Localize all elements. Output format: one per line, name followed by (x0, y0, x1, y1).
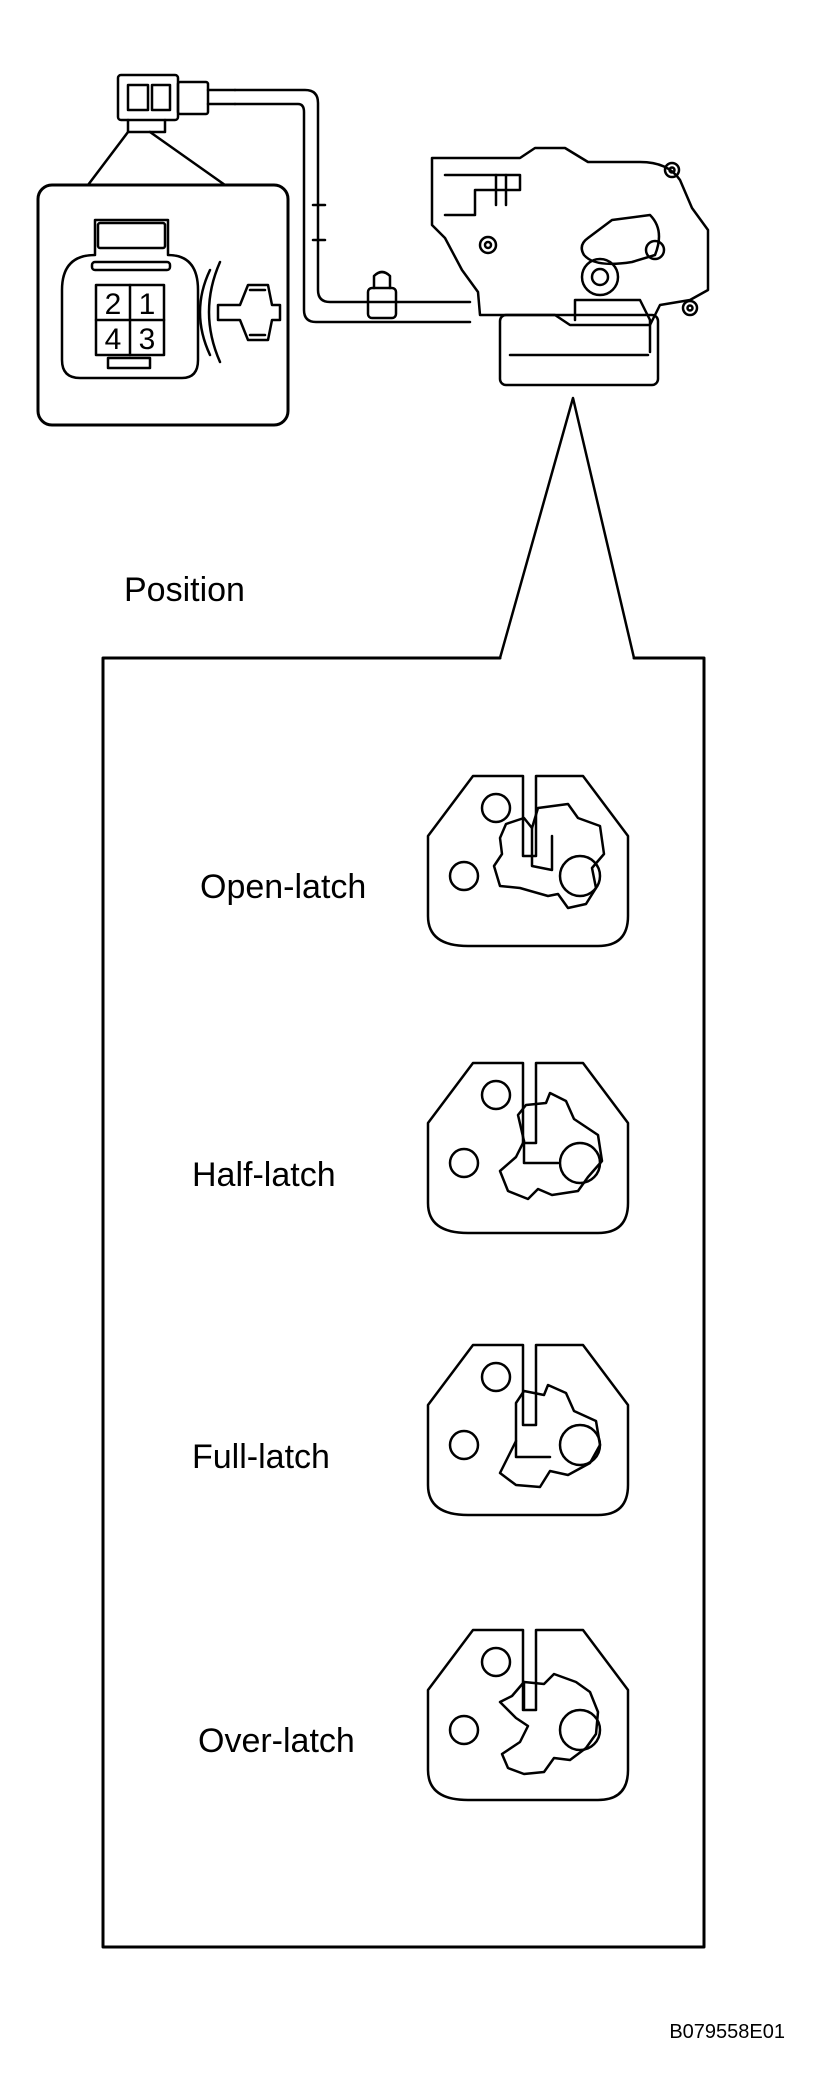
connector-pin-labels: 2 1 4 3 (105, 288, 156, 356)
position-label-over: Over-latch (198, 1722, 355, 1760)
latch-diagram-full (426, 1343, 630, 1517)
connector-face-box (36, 183, 290, 427)
wire-harness (233, 88, 472, 324)
position-label-full: Full-latch (192, 1438, 330, 1476)
position-panel (101, 656, 706, 1949)
position-callout (498, 396, 636, 660)
pin-label: 3 (139, 323, 156, 356)
figure-code: B079558E01 (669, 2021, 785, 2043)
connector-callout (86, 130, 227, 187)
position-title: Position (124, 571, 245, 609)
pin-label: 4 (105, 323, 122, 356)
door-lock-assembly (430, 146, 710, 387)
latch-diagram-half (426, 1061, 630, 1235)
position-label-half: Half-latch (192, 1156, 336, 1194)
position-label-open: Open-latch (200, 868, 366, 906)
connector-plug (116, 73, 237, 134)
connector-clip (198, 260, 282, 364)
latch-diagram-open (426, 774, 630, 948)
latch-diagram-over (426, 1628, 630, 1802)
connector-pin-grid (94, 283, 166, 357)
pin-label: 1 (139, 288, 156, 321)
pin-label: 2 (105, 288, 122, 321)
